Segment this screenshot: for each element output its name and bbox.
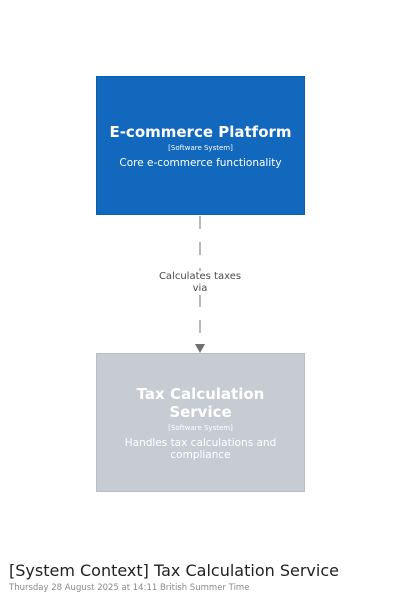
node-title: E-commerce Platform [109,122,292,141]
relationship-label: Calculates taxes via [120,271,280,295]
node-title: Tax Calculation Service [136,384,265,421]
ecommerce-platform-node[interactable]: E-commerce Platform [Software System] Co… [96,76,305,215]
diagram-timestamp: Thursday 28 August 2025 at 14:11 British… [9,583,250,593]
node-description: Core e-commerce functionality [119,156,282,169]
diagram-title: [System Context] Tax Calculation Service [9,561,339,580]
node-type: [Software System] [168,143,233,152]
node-type: [Software System] [168,423,233,432]
node-description: Handles tax calculations and compliance [124,436,277,461]
tax-calculation-service-node[interactable]: Tax Calculation Service [Software System… [96,353,305,492]
arrow-head [195,344,205,353]
